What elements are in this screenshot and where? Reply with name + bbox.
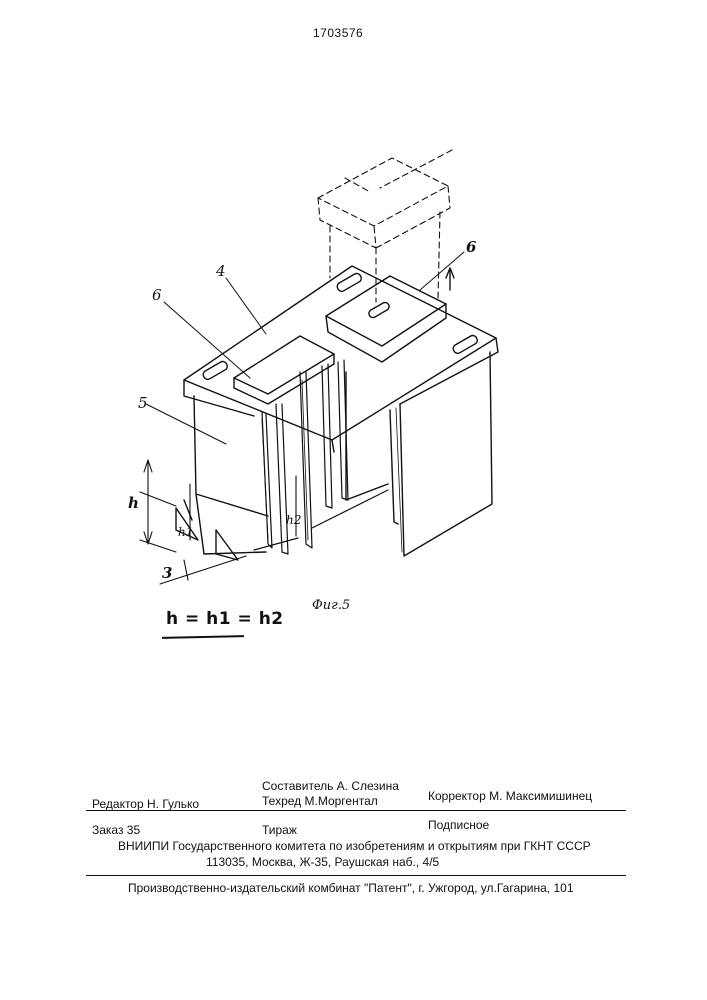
subscription-line: Подписное — [428, 818, 489, 832]
label-wall: 5 — [138, 394, 148, 412]
label-cover: 4 — [215, 262, 226, 280]
wall-right — [400, 352, 492, 556]
label-h1: h1 — [178, 525, 193, 539]
figure-5-drawing: 4 6 6 5 h h1 h2 3 — [0, 0, 707, 700]
compiler-line: Составитель А. Слезина — [262, 779, 399, 793]
label-h2: h2 — [286, 513, 301, 527]
lid-left — [234, 336, 334, 394]
editor-line: Редактор Н. Гулько — [92, 797, 199, 811]
label-base: 3 — [162, 564, 172, 582]
figure-caption: Фиг.5 — [312, 598, 350, 613]
techred-line: Техред М.Моргентал — [262, 794, 378, 808]
order-line: Заказ 35 — [92, 823, 140, 837]
circulation-line: Тираж — [262, 823, 297, 837]
corrector-line: Корректор М. Максимишинец — [428, 789, 592, 803]
label-lid-right: 6 — [466, 238, 477, 256]
institute-line: ВНИИПИ Государственного комитета по изоб… — [118, 839, 591, 853]
handle-slot — [202, 272, 479, 381]
formula: h = h1 = h2 — [166, 609, 284, 629]
wall-left — [194, 396, 268, 516]
rule-top — [86, 810, 626, 811]
separator-plates — [254, 360, 388, 554]
label-h: h — [128, 494, 139, 512]
publisher-line: Производственно-издательский комбинат "П… — [128, 881, 574, 895]
rule-bottom — [86, 875, 626, 876]
label-lid-left: 6 — [152, 286, 162, 304]
address-line: 113035, Москва, Ж-35, Раушская наб., 4/5 — [206, 855, 439, 869]
